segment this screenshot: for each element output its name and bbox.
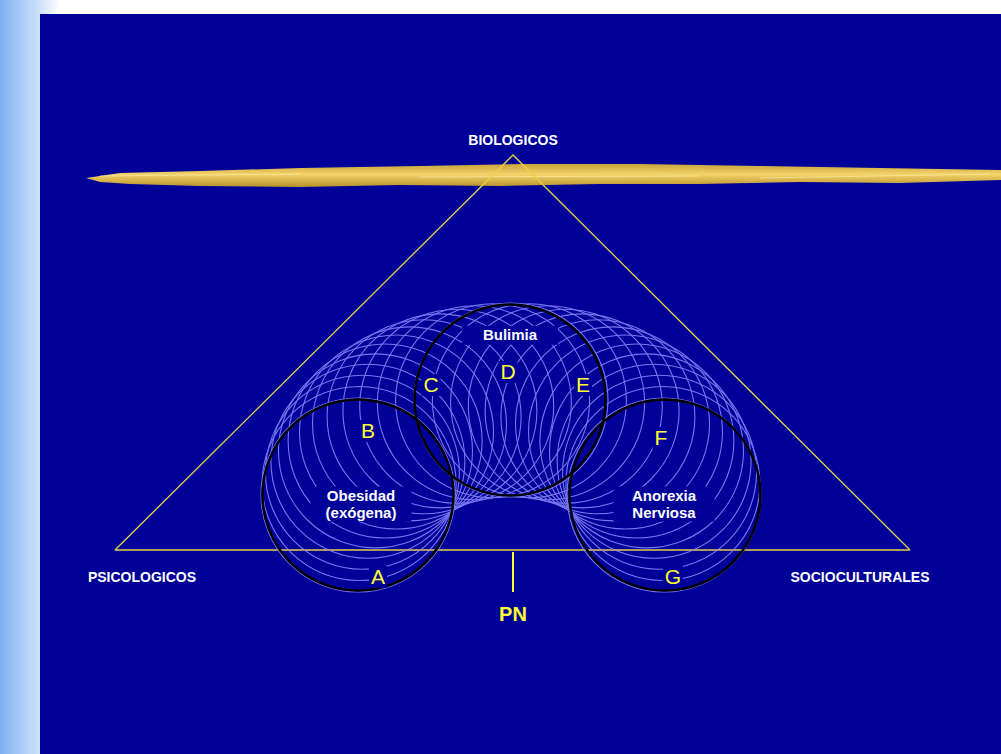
- disorder-name: Obesidad (exógena): [311, 487, 412, 522]
- factor-label: PSICOLOGICOS: [88, 569, 196, 585]
- callout-letter: B: [359, 420, 377, 442]
- callout-letter: A: [369, 566, 387, 588]
- factor-label: BIOLOGICOS: [468, 132, 557, 148]
- factor-label: SOCIOCULTURALES: [791, 569, 930, 585]
- brush-stroke: [86, 164, 1001, 187]
- callout-letter: C: [421, 374, 440, 396]
- triangle-side: [115, 155, 910, 550]
- pn-tick: [512, 552, 514, 592]
- callout-letter: E: [574, 374, 592, 396]
- callout-letter: G: [663, 566, 683, 588]
- disorder-name: Anorexia Nerviosa: [614, 487, 715, 522]
- callout-letter: F: [653, 427, 670, 449]
- background-panel: [40, 14, 1001, 754]
- disorder-name: Bulimia: [462, 326, 558, 345]
- disorder-circle: Bulimia: [413, 303, 607, 497]
- callout-letter: D: [498, 361, 517, 383]
- triangle-base: [115, 549, 910, 551]
- spiral-circles: [261, 303, 761, 592]
- point-label: PN: [499, 603, 527, 626]
